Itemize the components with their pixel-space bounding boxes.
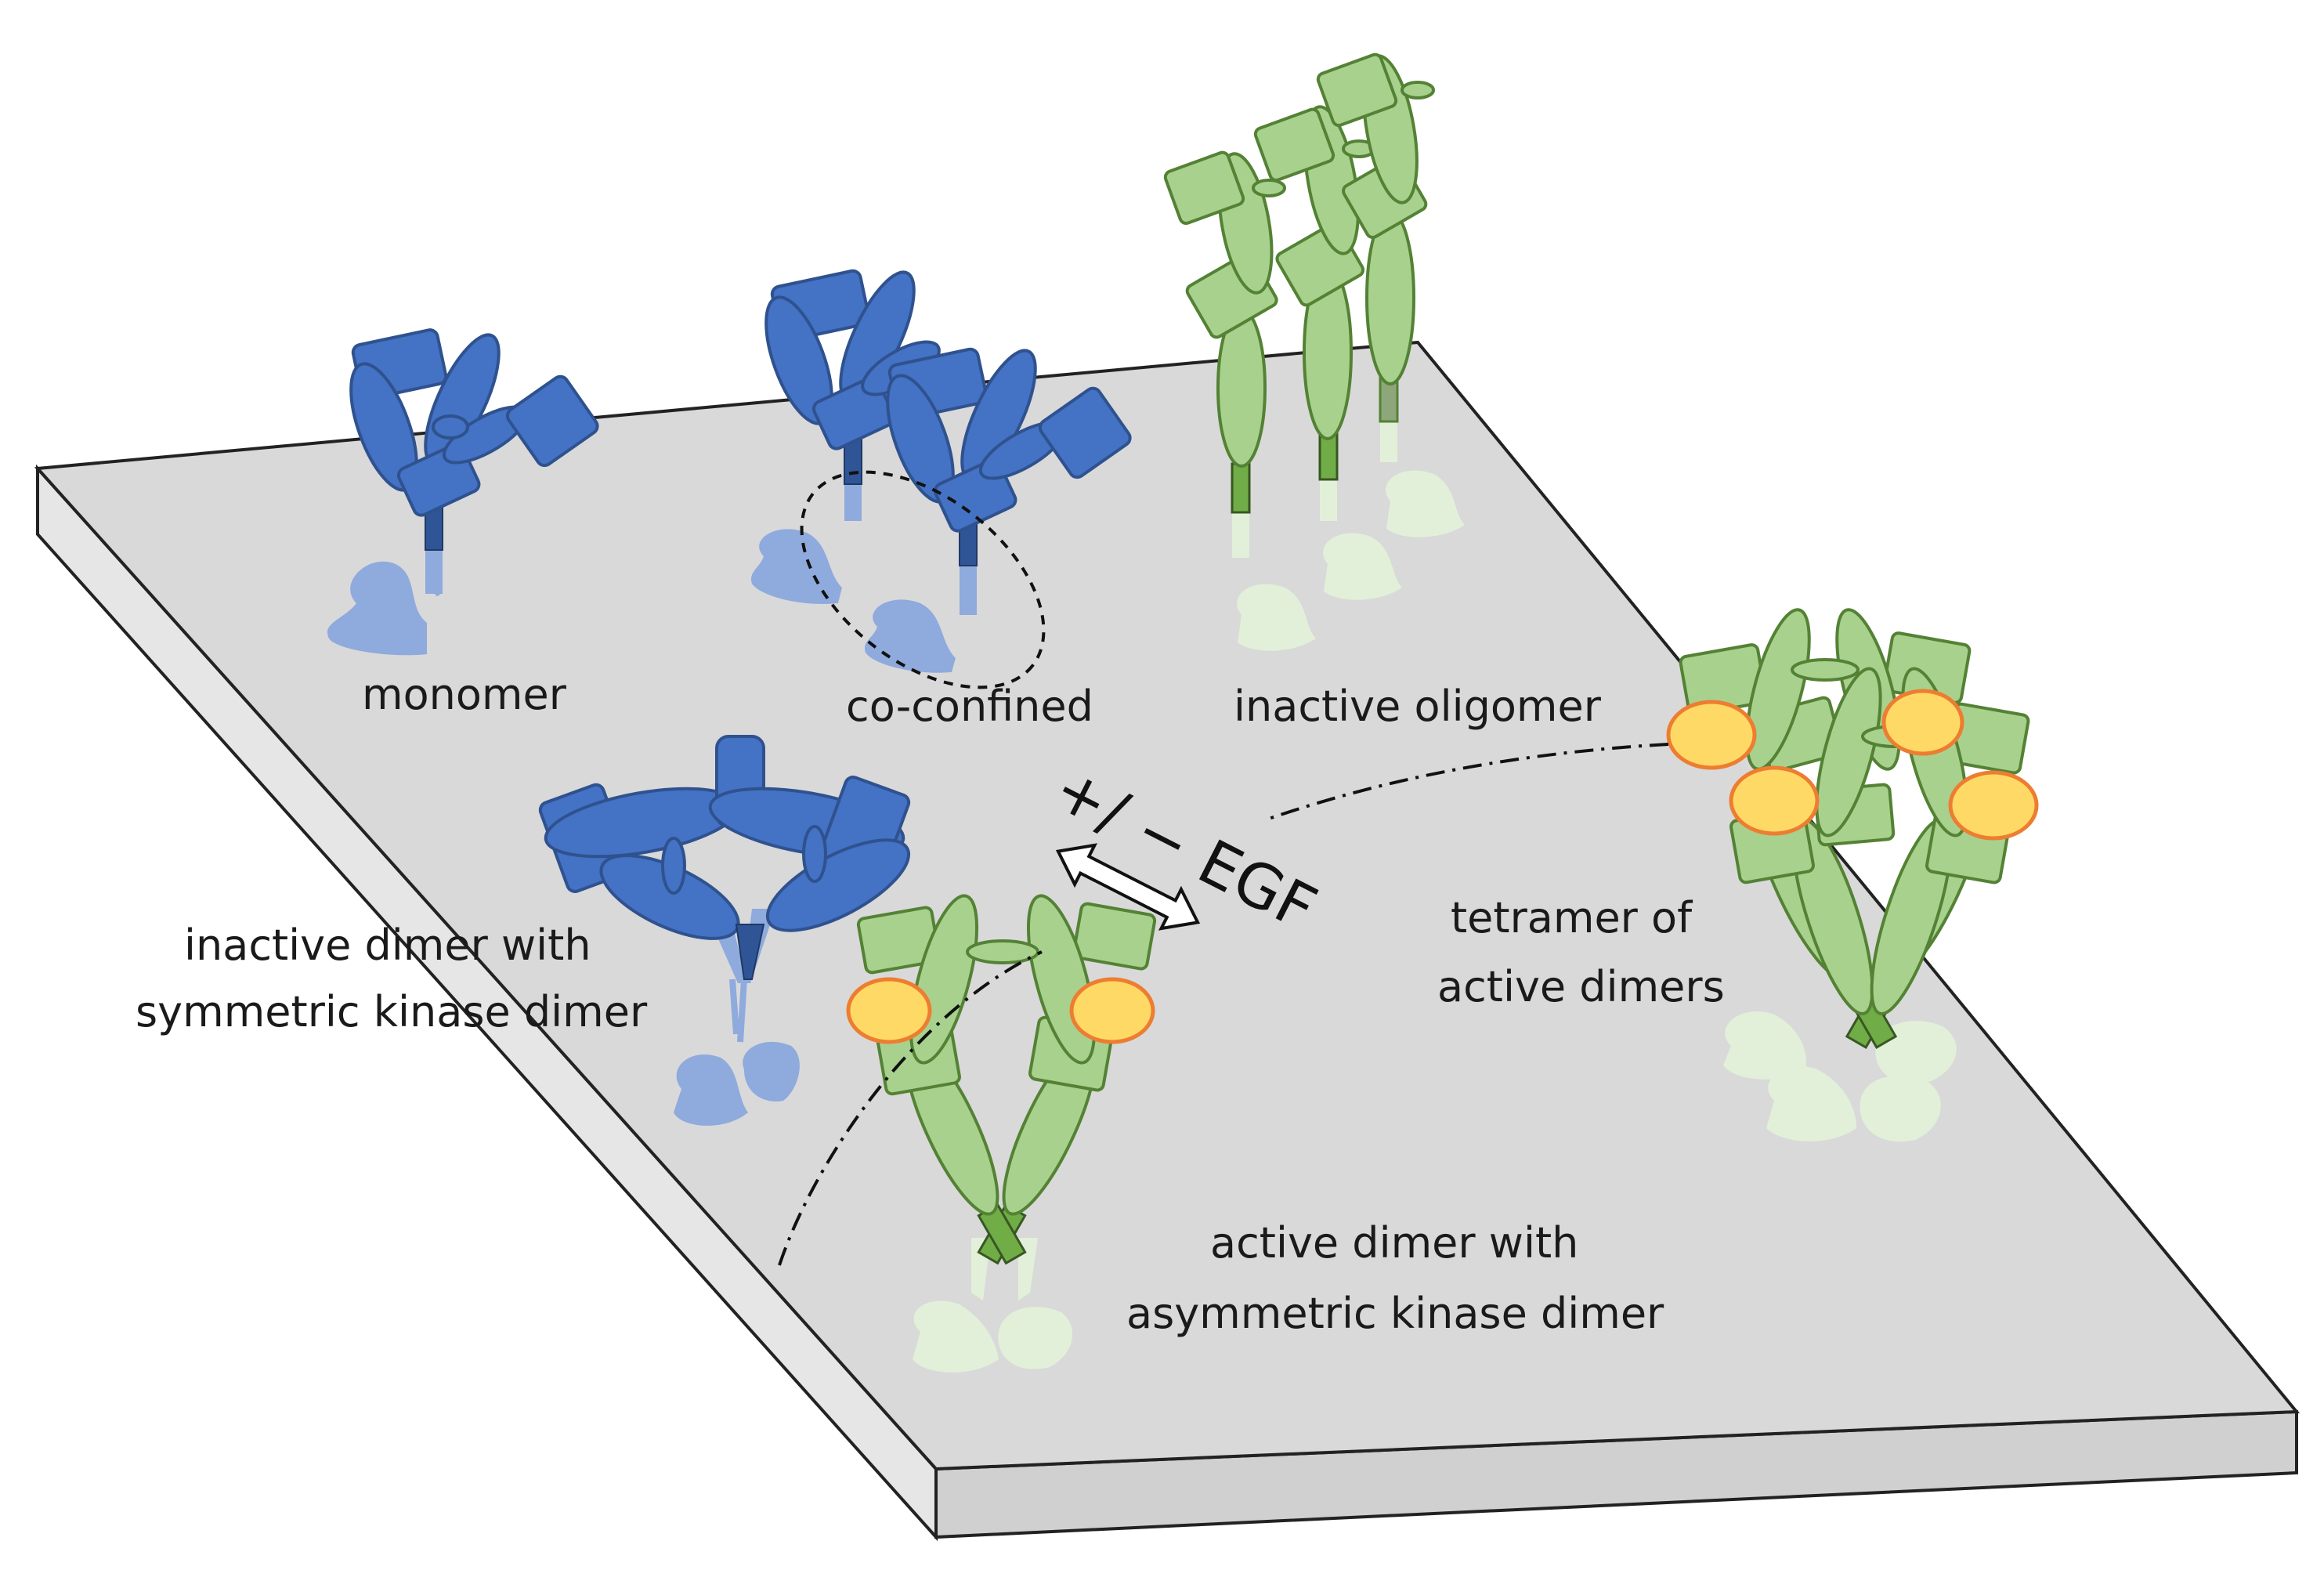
receptor-inactive-dimer-icon [538,735,911,1126]
connector-lines [778,743,1669,1266]
label-inactive-dimer-line1: inactive dimer with [184,921,591,970]
egf-ligand-icon [846,977,932,1044]
receptor-tetramer-icon [1666,608,2039,1142]
receptor-oligomer-icon [1163,52,1465,651]
receptor-coconfined-icon [750,269,1132,689]
label-inactive-dimer-line2: symmetric kinase dimer [136,987,648,1036]
double-arrow-icon [1055,843,1201,931]
label-active-dimer-line1: active dimer with [1210,1218,1578,1268]
label-active-dimer-line2: asymmetric kinase dimer [1126,1289,1664,1338]
label-co-confined: co-confined [846,682,1093,731]
receptor-active-dimer-icon [846,894,1157,1373]
label-tetramer-line2: active dimers [1437,962,1725,1011]
receptor-monomer-icon [327,328,599,656]
label-tetramer-line1: tetramer of [1451,893,1693,942]
label-inactive-oligomer: inactive oligomer [1234,682,1602,731]
label-monomer: monomer [362,670,567,719]
